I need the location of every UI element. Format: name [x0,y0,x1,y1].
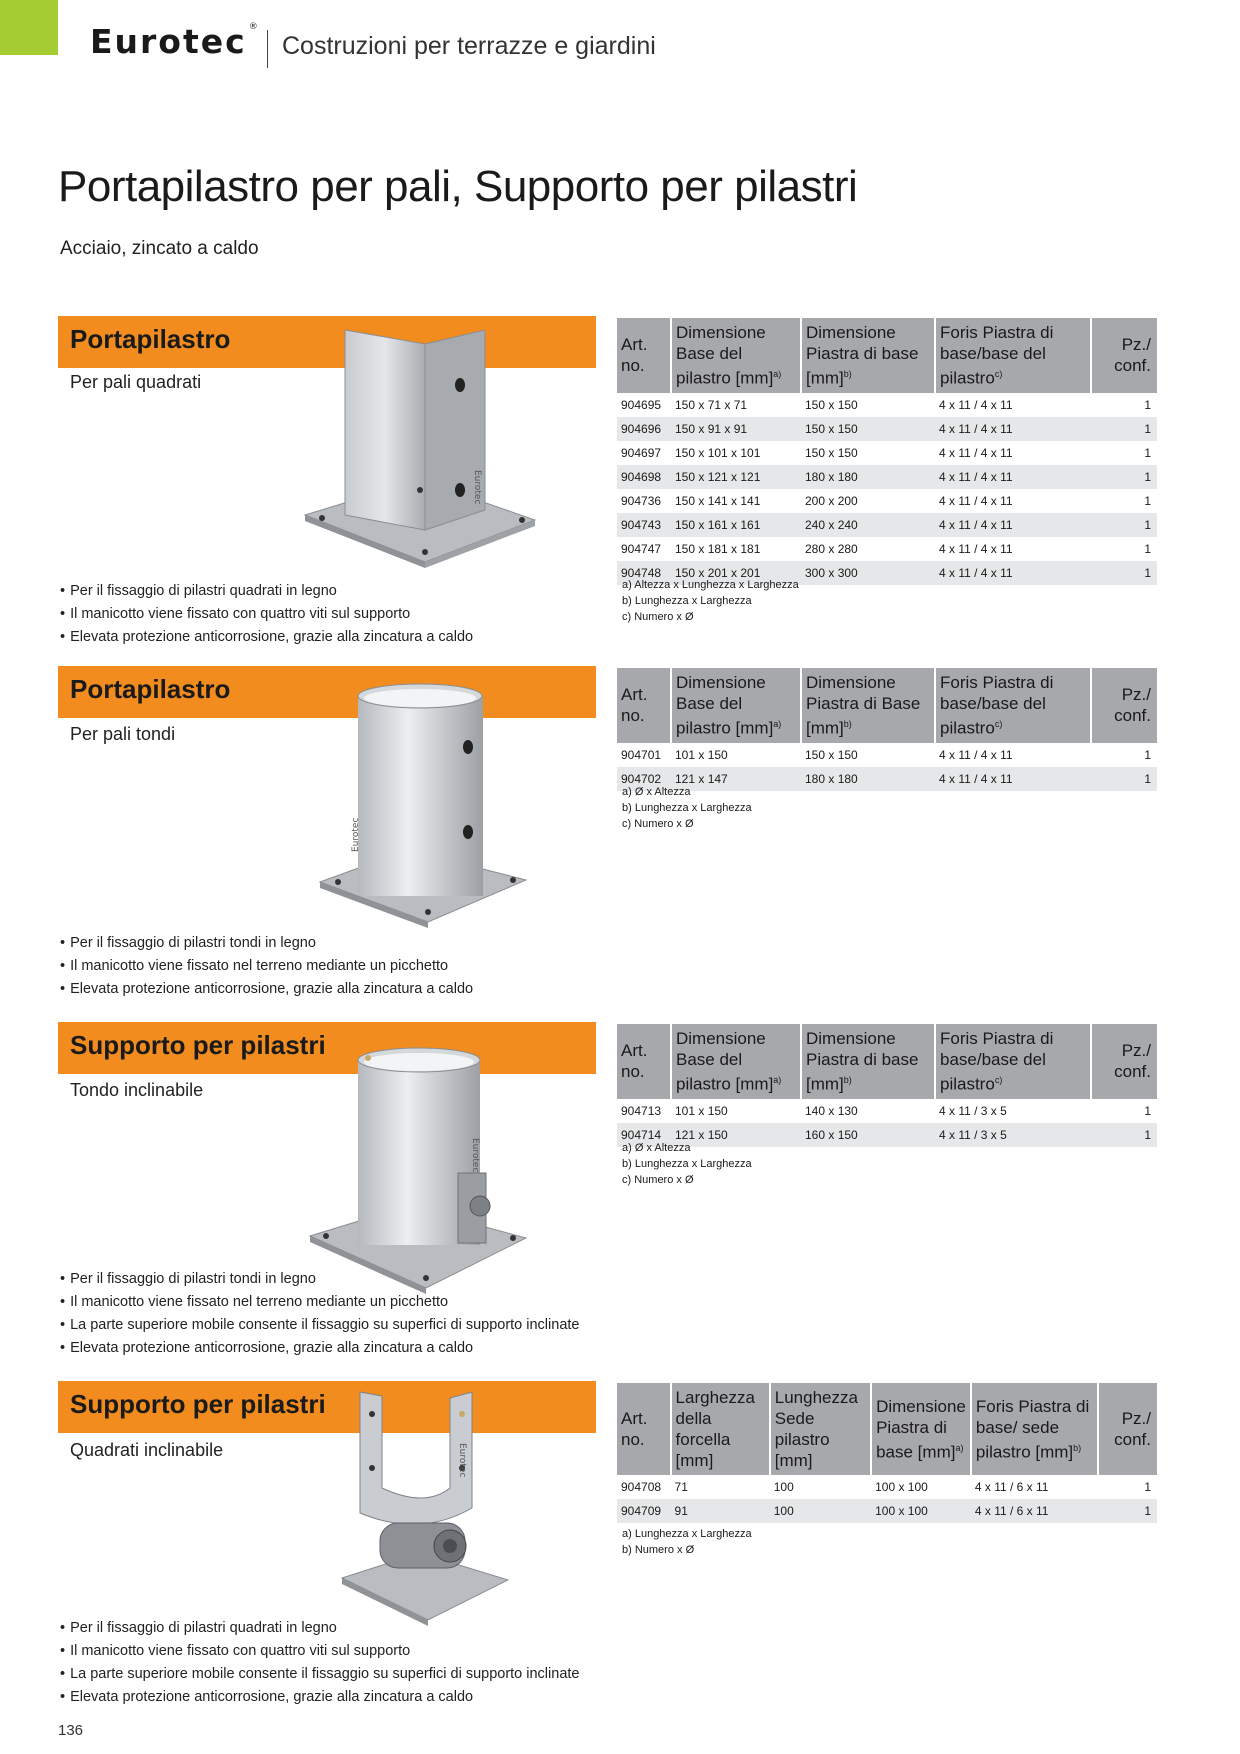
section-4-bullets: Per il fissaggio di pilastri quadrati in… [60,1617,579,1709]
list-item: La parte superiore mobile consente il fi… [60,1314,579,1337]
list-item: Per il fissaggio di pilastri quadrati in… [60,580,473,603]
section-2-table: Art. no. Dimensione Base del pilastro [m… [617,668,1157,791]
table-header: Dimensione Base del pilastro [mm]a) [671,1024,802,1099]
table-header: Lunghezza Sede pilastro [mm] [769,1383,873,1475]
section-1-title: Portapilastro [70,324,231,354]
table-header: Pz./ conf. [1091,668,1157,743]
section-1-table: Art. no. Dimensione Base del pilastro [m… [617,318,1157,585]
page-number: 136 [58,1722,84,1739]
list-item: La parte superiore mobile consente il fi… [60,1663,579,1686]
list-item: Il manicotto viene fissato con quattro v… [60,603,473,626]
table-header: Dimensione Piastra di Base [mm]b) [801,668,936,743]
section-2-band [58,666,596,718]
square-post-base-image: Eurotec [303,330,537,568]
tilting-round-post-support-image: Eurotec [308,1047,528,1294]
list-item: Il manicotto viene fissato con quattro v… [60,1640,579,1663]
list-item: Per il fissaggio di pilastri tondi in le… [60,932,473,955]
section-4-subtitle: Quadrati inclinabile [70,1440,224,1460]
table-header: Pz./ conf. [1097,1383,1157,1475]
list-item: Il manicotto viene fissato nel terreno m… [60,1291,579,1314]
tilting-square-post-support-image: Eurotec [340,1391,510,1626]
section-1-band [58,316,596,368]
section-2-title: Portapilastro [70,674,231,704]
table-header: Foris Piastra di base/base del pilastroc… [935,668,1092,743]
table-header: Dimensione Piastra di base [mm]b) [801,1024,936,1099]
table-header: Foris Piastra di base/base del pilastroc… [935,318,1092,393]
section-4-band [58,1381,596,1433]
round-post-base-image: Eurotec [318,683,528,928]
table-header: Art. no. [617,1383,672,1475]
list-item: Elevata protezione anticorrosione, grazi… [60,1686,579,1709]
list-item: Per il fissaggio di pilastri tondi in le… [60,1268,579,1291]
section-3-band [58,1022,596,1074]
table-header: Foris Piastra di base/base del pilastroc… [935,1024,1092,1099]
list-item: Il manicotto viene fissato nel terreno m… [60,955,473,978]
list-item: Elevata protezione anticorrosione, grazi… [60,626,473,649]
eurotec-logo: Eurotec® [90,22,260,61]
svg-text:Eurotec: Eurotec [457,1443,467,1477]
table-header: Art. no. [617,1024,672,1099]
table-header: Art. no. [617,318,672,393]
table-header: Art. no. [617,668,672,743]
table-header: Pz./ conf. [1091,318,1157,393]
section-4-table: Art. no. Larghezza della forcella [mm] L… [617,1383,1157,1523]
header-accent-tab [0,0,58,55]
list-item: Per il fissaggio di pilastri quadrati in… [60,1617,579,1640]
table-header: Larghezza della forcella [mm] [670,1383,771,1475]
list-item: Elevata protezione anticorrosione, grazi… [60,1337,579,1360]
svg-text:Eurotec: Eurotec [351,818,361,852]
table-header: Dimensione Base del pilastro [mm]a) [671,668,802,743]
header-divider [267,30,268,68]
section-3-table: Art. no. Dimensione Base del pilastro [m… [617,1024,1157,1147]
table-header: Dimensione Base del pilastro [mm]a) [671,318,802,393]
table-header: Pz./ conf. [1091,1024,1157,1099]
svg-text:Eurotec: Eurotec [472,470,482,504]
section-2-bullets: Per il fissaggio di pilastri tondi in le… [60,932,473,1001]
section-2-subtitle: Per pali tondi [70,724,176,744]
table-header: Dimensione Piastra di base [mm]a) [871,1383,972,1475]
table-header: Dimensione Piastra di base [mm]b) [801,318,936,393]
section-4-title: Supporto per pilastri [70,1389,326,1419]
table-header: Foris Piastra di base/ sede pilastro [mm… [970,1383,1099,1475]
header-title: Costruzioni per terrazze e giardini [282,32,656,60]
list-item: Elevata protezione anticorrosione, grazi… [60,978,473,1001]
page-title: Portapilastro per pali, Supporto per pil… [58,162,858,211]
section-1-subtitle: Per pali quadrati [70,372,202,392]
section-3-subtitle: Tondo inclinabile [70,1080,204,1100]
section-1-bullets: Per il fissaggio di pilastri quadrati in… [60,580,473,649]
svg-text:Eurotec: Eurotec [470,1138,480,1172]
section-3-title: Supporto per pilastri [70,1030,326,1060]
section-3-bullets: Per il fissaggio di pilastri tondi in le… [60,1268,579,1360]
page-subtitle: Acciaio, zincato a caldo [60,238,259,259]
